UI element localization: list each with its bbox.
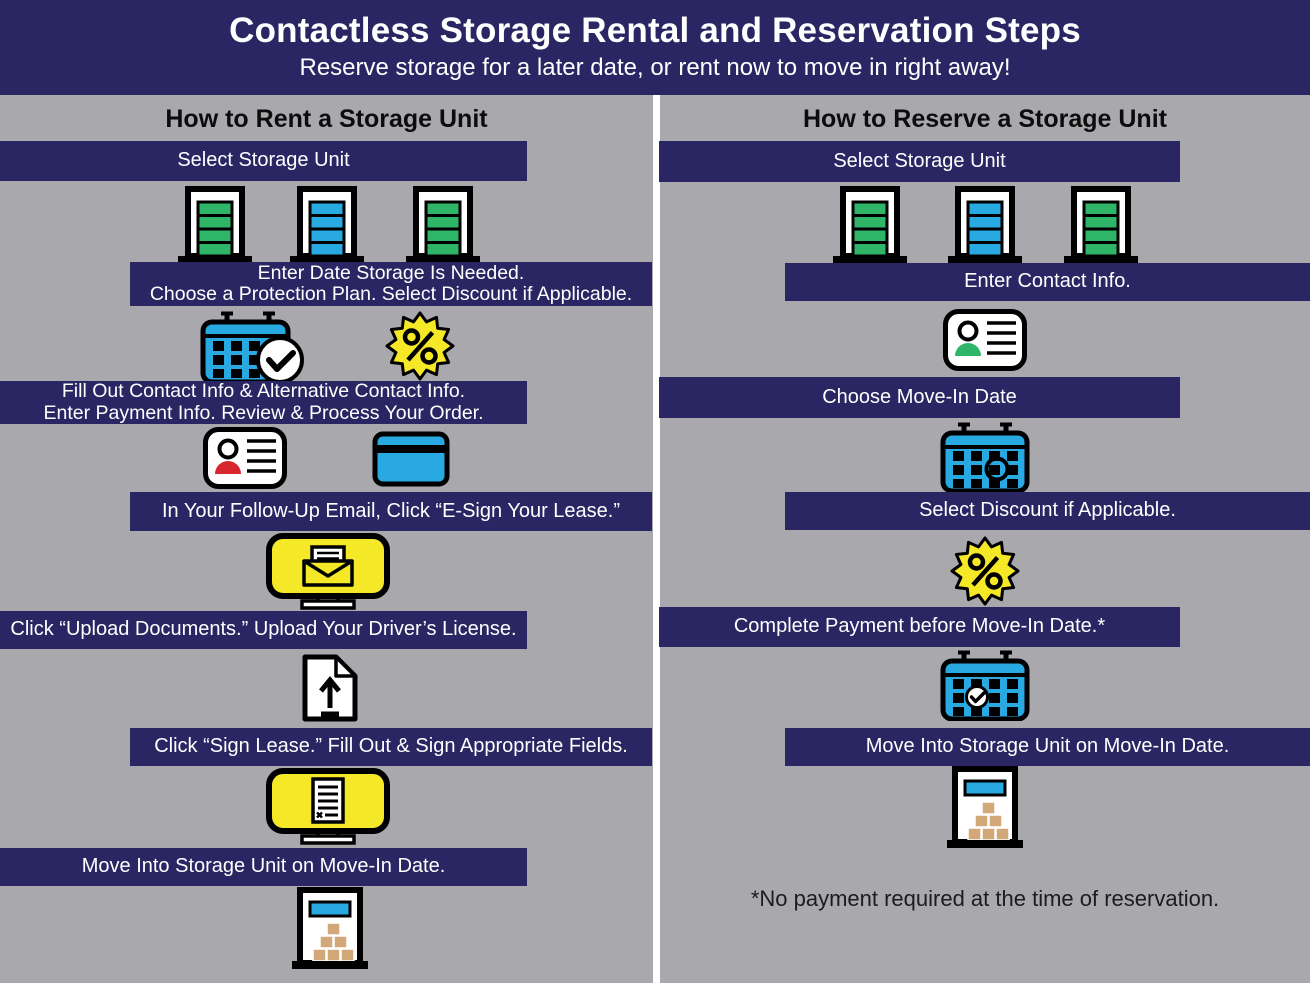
calendar-date-check-icon xyxy=(200,311,304,385)
step-banner-select-storage-unit: Select Storage Unit xyxy=(659,141,1180,182)
calendar-date-circled-icon xyxy=(940,422,1030,493)
step-banner-select-storage-unit: Select Storage Unit xyxy=(0,141,527,181)
step-banner-enter-date: Enter Date Storage Is Needed. Choose a P… xyxy=(130,262,652,306)
step-banner-sign-lease: Click “Sign Lease.” Fill Out & Sign Appr… xyxy=(130,728,652,766)
storage-unit-open-icon xyxy=(292,887,368,969)
step-banner-enter-contact-info: Enter Contact Info. xyxy=(785,263,1310,301)
credit-card-icon xyxy=(372,431,450,487)
banner-label: Select Storage Unit xyxy=(833,149,1006,172)
storage-unit-blue-icon xyxy=(290,186,364,263)
storage-unit-green-icon xyxy=(406,186,480,263)
contact-card-icon xyxy=(943,309,1027,371)
discount-percent-icon xyxy=(950,536,1020,606)
banner-label: Choose a Protection Plan. Select Discoun… xyxy=(149,283,633,305)
upload-document-icon xyxy=(302,654,358,722)
banner-label: Move Into Storage Unit on Move-In Date. xyxy=(81,855,446,878)
banner-label: Click “Sign Lease.” Fill Out & Sign Appr… xyxy=(154,735,628,758)
header-banner: Contactless Storage Rental and Reservati… xyxy=(0,0,1310,95)
step-banner-upload-documents: Click “Upload Documents.” Upload Your Dr… xyxy=(0,611,527,649)
contact-card-icon xyxy=(203,427,287,489)
banner-label: Enter Date Storage Is Needed. xyxy=(257,261,525,284)
column-divider xyxy=(653,95,660,983)
banner-label: Enter Contact Info. xyxy=(964,270,1131,293)
calendar-date-check-icon xyxy=(940,650,1030,721)
step-banner-choose-move-in-date: Choose Move-In Date xyxy=(659,377,1180,418)
left-column-heading: How to Rent a Storage Unit xyxy=(165,105,488,133)
banner-label: Select Storage Unit xyxy=(177,149,350,172)
banner-label: Enter Payment Info. Review & Process You… xyxy=(43,401,484,424)
step-banner-move-in: Move Into Storage Unit on Move-In Date. xyxy=(785,728,1310,766)
step-banner-select-discount: Select Discount if Applicable. xyxy=(785,492,1310,530)
step-banner-fill-contact-info: Fill Out Contact Info & Alternative Cont… xyxy=(0,380,527,424)
banner-label: Fill Out Contact Info & Alternative Cont… xyxy=(61,380,466,402)
page-subtitle: Reserve storage for a later date, or ren… xyxy=(299,54,1011,81)
step-banner-complete-payment: Complete Payment before Move-In Date.* xyxy=(659,607,1180,647)
discount-percent-icon xyxy=(385,311,455,381)
right-column-heading: How to Reserve a Storage Unit xyxy=(803,105,1167,133)
banner-label: Complete Payment before Move-In Date.* xyxy=(733,615,1106,638)
storage-unit-blue-icon xyxy=(948,186,1022,263)
page-title: Contactless Storage Rental and Reservati… xyxy=(229,11,1081,50)
reservation-footnote: *No payment required at the time of rese… xyxy=(750,886,1220,911)
storage-unit-green-icon xyxy=(1064,186,1138,263)
banner-label: Move Into Storage Unit on Move-In Date. xyxy=(865,735,1230,758)
step-banner-esign-lease: In Your Follow-Up Email, Click “E-Sign Y… xyxy=(130,492,652,531)
banner-label: Choose Move-In Date xyxy=(822,385,1017,408)
storage-unit-green-icon xyxy=(178,186,252,263)
monitor-email-icon xyxy=(266,533,390,610)
step-banner-move-in: Move Into Storage Unit on Move-In Date. xyxy=(0,848,527,886)
banner-label: Click “Upload Documents.” Upload Your Dr… xyxy=(10,618,517,641)
banner-label: In Your Follow-Up Email, Click “E-Sign Y… xyxy=(162,499,620,522)
banner-label: Select Discount if Applicable. xyxy=(919,499,1176,522)
storage-unit-green-icon xyxy=(833,186,907,263)
monitor-sign-lease-icon xyxy=(266,768,390,845)
storage-unit-open-icon xyxy=(947,766,1023,848)
